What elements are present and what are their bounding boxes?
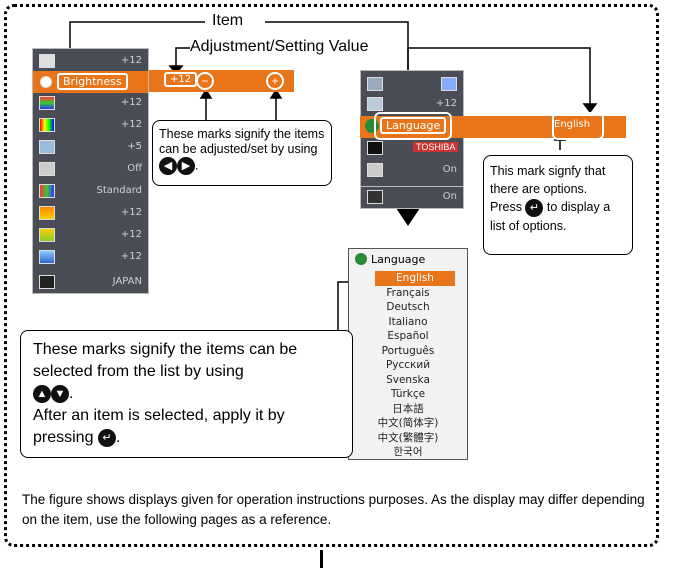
- english-highlight: [552, 112, 604, 140]
- language-bar[interactable]: Language English: [360, 116, 626, 138]
- menu-row[interactable]: +12: [33, 115, 148, 137]
- dotted-frame: [4, 4, 659, 547]
- menu-row-start[interactable]: On: [360, 187, 464, 209]
- menu-row[interactable]: Standard: [33, 181, 148, 203]
- language-option[interactable]: Русский: [385, 359, 431, 371]
- language-option[interactable]: Português: [381, 344, 435, 357]
- palette-icon: [39, 206, 55, 220]
- adjustment-label: Adjustment/Setting Value: [190, 38, 369, 55]
- language-option[interactable]: 中文(简体字): [377, 417, 439, 429]
- start-icon: [367, 190, 383, 204]
- language-option[interactable]: Français: [386, 286, 430, 299]
- film-icon: [39, 162, 55, 176]
- palette-icon-3: [39, 250, 55, 264]
- language-option[interactable]: Italiano: [388, 315, 428, 328]
- menu-row-timer[interactable]: On: [361, 160, 463, 182]
- color-grid-icon: [39, 118, 55, 132]
- language-option[interactable]: Español: [387, 330, 429, 342]
- language-option[interactable]: Deutsch: [386, 301, 430, 313]
- language-list-header: Language: [349, 249, 467, 271]
- menu-row[interactable]: +12: [33, 247, 148, 269]
- select-callout: These marks signify the items can be sel…: [20, 330, 353, 458]
- globe-icon: [355, 253, 367, 265]
- display-value-icon: [441, 77, 457, 91]
- left-arrow-icon: ◀: [159, 157, 177, 175]
- adjust-callout: These marks signify the items can be adj…: [152, 120, 332, 186]
- menu-row-contrast[interactable]: +12: [33, 51, 148, 73]
- language-highlight: [374, 112, 452, 140]
- menu-row[interactable]: +12: [33, 225, 148, 247]
- gamma-icon: [39, 275, 55, 289]
- options-callout: This mark signfy that there are options.…: [483, 155, 633, 255]
- display-icon: [367, 77, 383, 91]
- menu-row-off[interactable]: TOSHIBA: [361, 138, 463, 160]
- menu-row[interactable]: Off: [33, 159, 148, 181]
- brightness-label: Brightness: [57, 73, 128, 90]
- down-arrow-icon: ▼: [51, 384, 69, 403]
- language-list: Language English Français Deutsch Italia…: [348, 248, 468, 460]
- menu-row[interactable]: +5: [33, 137, 148, 159]
- color-temp-icon: [39, 184, 55, 198]
- right-arrow-icon: ▶: [177, 157, 195, 175]
- language-option[interactable]: Svenska: [386, 373, 430, 386]
- enter-icon: ↵: [525, 198, 544, 217]
- menu-row-gamma[interactable]: JAPAN: [32, 272, 149, 294]
- language-option-english[interactable]: English: [375, 271, 455, 286]
- brightness-icon: [40, 76, 52, 88]
- language-option[interactable]: 한국어: [393, 446, 423, 458]
- brightness-value: +12: [164, 72, 198, 87]
- footer-note: The figure shows displays given for oper…: [22, 492, 645, 527]
- item-label: Item: [212, 12, 244, 29]
- menu-row[interactable]: +12: [33, 93, 148, 115]
- color-bars-icon: [39, 96, 55, 110]
- menu-row-brightness[interactable]: Brightness: [33, 71, 148, 93]
- language-option[interactable]: Türkçe: [390, 388, 426, 400]
- language-option[interactable]: 中文(繁體字): [377, 431, 439, 444]
- menu-row-position[interactable]: +12: [361, 94, 463, 116]
- off-icon: [367, 141, 383, 155]
- timer-icon: [367, 163, 383, 177]
- menu-row-display[interactable]: [361, 74, 463, 96]
- menu-row[interactable]: +12: [33, 203, 148, 225]
- language-option[interactable]: 日本語: [392, 402, 424, 415]
- palette-icon-2: [39, 228, 55, 242]
- position-icon: [367, 97, 383, 111]
- plus-mark-icon[interactable]: +: [266, 72, 284, 90]
- up-arrow-icon: ▲: [33, 384, 51, 403]
- pattern-icon: [39, 140, 55, 154]
- contrast-icon: [39, 54, 55, 68]
- picture-menu: +12 Brightness +12 +12 +5 Off Standard +…: [32, 48, 149, 273]
- enter-icon: ↵: [97, 428, 116, 447]
- minus-mark-icon[interactable]: −: [196, 72, 214, 90]
